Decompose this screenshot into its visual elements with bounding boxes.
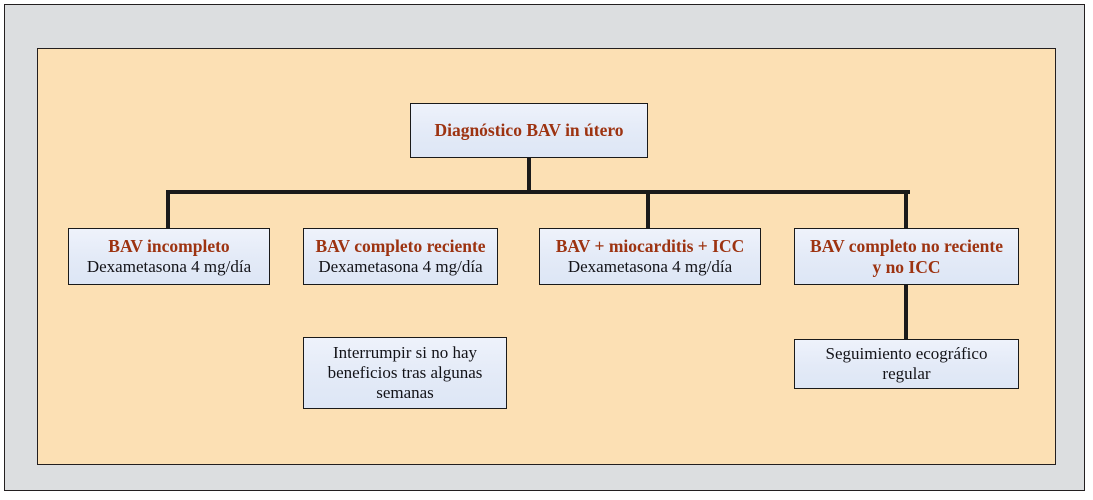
node-bav-incompleto: BAV incompleto Dexametasona 4 mg/día [68,228,270,285]
node-body: Dexametasona 4 mg/día [318,256,483,276]
node-interrumpir-si-no-hay-beneficios: Interrumpir si no hay beneficios tras al… [303,337,507,409]
connector-root-stem [527,158,531,193]
node-title: BAV completo reciente [315,236,486,257]
node-diagnostico-bav-in-utero: Diagnóstico BAV in útero [410,103,648,158]
node-body-line-1: Interrumpir si no hay [333,343,477,363]
node-bav-completo-reciente: BAV completo reciente Dexametasona 4 mg/… [303,228,498,285]
node-title-line-2: y no ICC [872,256,941,277]
node-body-line-3: semanas [376,382,434,402]
connector-drop-to-bav-completo-no-reciente [904,190,908,230]
node-title: BAV + miocarditis + ICC [555,236,745,257]
node-body-line-1: Seguimiento ecográfico [825,344,988,364]
node-title-line-1: BAV completo no reciente [810,236,1003,257]
node-body-line-2: beneficios tras algunas [327,363,483,383]
connector-drop-to-bav-incompleto [166,190,170,230]
node-bav-miocarditis-icc: BAV + miocarditis + ICC Dexametasona 4 m… [539,228,761,285]
node-bav-completo-no-reciente-y-no-icc: BAV completo no reciente y no ICC [794,228,1019,285]
node-title: BAV incompleto [108,236,230,257]
node-title: Diagnóstico BAV in útero [434,120,624,141]
node-body: Dexametasona 4 mg/día [86,256,252,276]
connector-horizontal-bus [166,190,910,194]
node-body-line-2: regular [882,364,931,383]
node-seguimiento-ecografico-regular: Seguimiento ecográfico regular [794,339,1019,389]
connector-drop-to-bav-miocarditis-icc [646,190,650,230]
node-body: Dexametasona 4 mg/día [567,256,733,276]
connector-drop-to-seguimiento-ecografico [904,284,908,341]
